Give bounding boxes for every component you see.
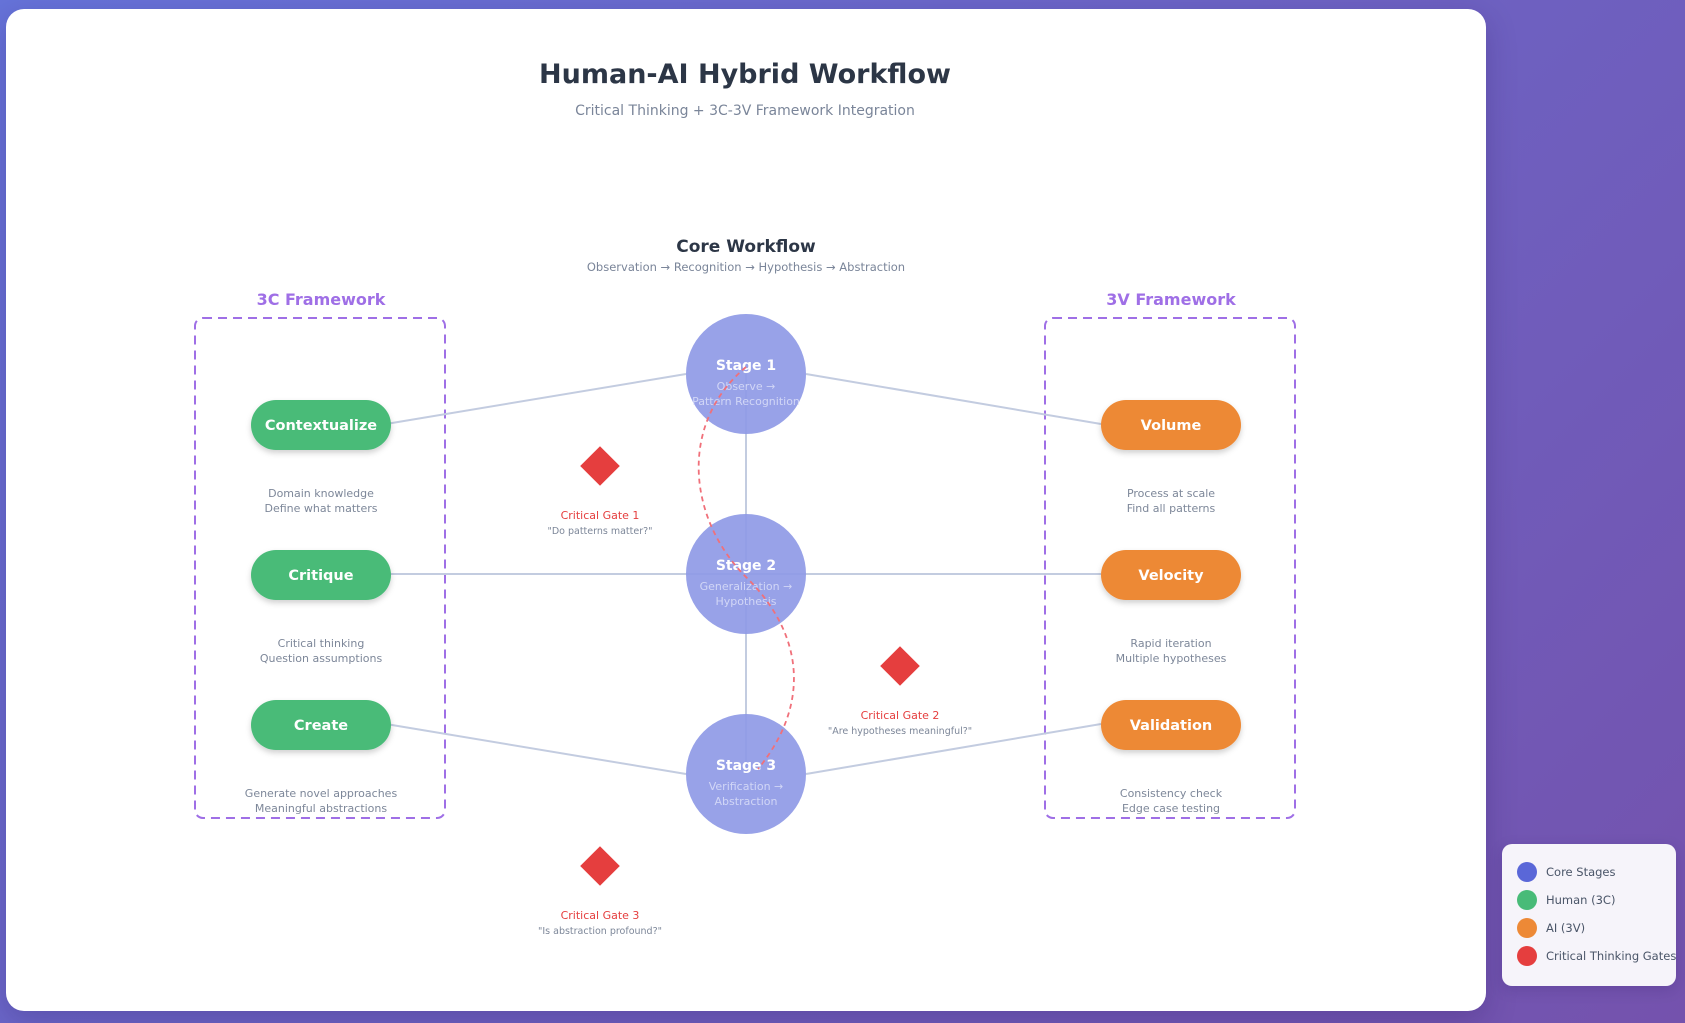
- pill-validation-shape[interactable]: [1101, 700, 1241, 750]
- framework-3v-box: [1044, 317, 1296, 819]
- stage-2: Stage 2 Generalization → Hypothesis: [686, 514, 806, 634]
- legend-label-critical-gates: Critical Thinking Gates: [1546, 949, 1677, 963]
- critique-desc-line1: Critical thinking: [278, 637, 365, 650]
- workflow-diagram: Human-AI Hybrid Workflow Critical Thinki…: [194, 59, 1296, 937]
- pill-contextualize-label: Contextualize: [265, 418, 377, 434]
- critique-desc-line2: Question assumptions: [260, 652, 383, 665]
- pill-volume-shape[interactable]: [1101, 400, 1241, 450]
- legend-label-ai-3v: AI (3V): [1546, 921, 1586, 935]
- stage-2-subtitle-line2: Hypothesis: [715, 595, 776, 608]
- stage-1-label: Stage 1: [716, 358, 776, 374]
- critical-gate-2: Critical Gate 2 "Are hypotheses meaningf…: [828, 646, 972, 737]
- legend-item-ai-3v: AI (3V): [1517, 914, 1676, 942]
- core-workflow-title: Core Workflow: [676, 237, 816, 257]
- pill-critique-shape[interactable]: [251, 550, 391, 600]
- contextualize-desc-line2: Define what matters: [264, 502, 377, 515]
- pill-critique-label: Critique: [288, 568, 353, 584]
- pill-validation[interactable]: Validation: [1101, 700, 1241, 750]
- page-subtitle: Critical Thinking + 3C-3V Framework Inte…: [575, 103, 915, 119]
- stage-3-label: Stage 3: [716, 758, 776, 774]
- gate-3-label: Critical Gate 3: [561, 909, 640, 922]
- legend-item-core-stages: Core Stages: [1517, 858, 1676, 886]
- connector-stage3-validation: [805, 723, 1102, 775]
- stage-1-circle: [686, 314, 806, 434]
- critical-thinking-path: [697, 366, 795, 770]
- legend-dot-critical-gates: [1517, 946, 1537, 966]
- framework-3v-title: 3V Framework: [1106, 290, 1236, 309]
- velocity-desc-line2: Multiple hypotheses: [1116, 652, 1227, 665]
- pill-contextualize-shape[interactable]: [251, 400, 391, 450]
- create-desc-line2: Meaningful abstractions: [255, 802, 388, 815]
- stage-3: Stage 3 Verification → Abstraction: [686, 714, 806, 834]
- stage-2-label: Stage 2: [716, 558, 776, 574]
- pill-velocity[interactable]: Velocity: [1101, 550, 1241, 600]
- framework-3c-title: 3C Framework: [257, 290, 386, 309]
- pill-volume-label: Volume: [1141, 418, 1202, 434]
- volume-desc-line1: Process at scale: [1127, 487, 1215, 500]
- legend-dot-core-stages: [1517, 862, 1537, 882]
- stage-2-subtitle-line1: Generalization →: [700, 580, 793, 593]
- legend-item-human-3c: Human (3C): [1517, 886, 1676, 914]
- pill-critique[interactable]: Critique: [251, 550, 391, 600]
- legend-label-core-stages: Core Stages: [1546, 865, 1616, 879]
- critical-gate-3: Critical Gate 3 "Is abstraction profound…: [538, 846, 662, 937]
- gate-1-question: "Do patterns matter?": [547, 526, 652, 537]
- create-desc-line1: Generate novel approaches: [245, 787, 398, 800]
- legend-item-critical-gates: Critical Thinking Gates: [1517, 942, 1676, 970]
- velocity-desc-line1: Rapid iteration: [1130, 637, 1211, 650]
- legend-dot-ai-3v: [1517, 918, 1537, 938]
- core-workflow-subtitle: Observation → Recognition → Hypothesis →…: [587, 260, 905, 274]
- contextualize-desc-line1: Domain knowledge: [268, 487, 374, 500]
- pill-velocity-label: Velocity: [1138, 568, 1204, 584]
- page-title: Human-AI Hybrid Workflow: [539, 59, 951, 90]
- framework-3c-box: [194, 317, 446, 819]
- gate-1-diamond-icon: [580, 446, 620, 486]
- connector-create-stage3: [385, 723, 687, 775]
- stage-1-subtitle-line2: Pattern Recognition: [692, 395, 800, 408]
- stage-3-subtitle-line2: Abstraction: [715, 795, 778, 808]
- diagram-card: Human-AI Hybrid Workflow Critical Thinki…: [6, 9, 1486, 1011]
- volume-desc-line2: Find all patterns: [1127, 502, 1216, 515]
- gate-3-question: "Is abstraction profound?": [538, 926, 662, 937]
- gate-2-label: Critical Gate 2: [861, 709, 940, 722]
- pill-create[interactable]: Create: [251, 700, 391, 750]
- gate-1-label: Critical Gate 1: [561, 509, 640, 522]
- gate-2-question: "Are hypotheses meaningful?": [828, 726, 972, 737]
- legend-dot-human-3c: [1517, 890, 1537, 910]
- connector-stage1-volume: [805, 373, 1102, 425]
- stage-1: Stage 1 Observe → Pattern Recognition: [686, 314, 806, 434]
- validation-desc-line1: Consistency check: [1120, 787, 1223, 800]
- stage-2-circle: [686, 514, 806, 634]
- stage-1-subtitle-line1: Observe →: [717, 380, 776, 393]
- pill-create-label: Create: [294, 718, 348, 734]
- gate-2-diamond-icon: [880, 646, 920, 686]
- pill-velocity-shape[interactable]: [1101, 550, 1241, 600]
- legend: Core Stages Human (3C) AI (3V) Critical …: [1502, 844, 1676, 986]
- pill-volume[interactable]: Volume: [1101, 400, 1241, 450]
- critical-gate-1: Critical Gate 1 "Do patterns matter?": [547, 446, 653, 537]
- legend-label-human-3c: Human (3C): [1546, 893, 1616, 907]
- pill-create-shape[interactable]: [251, 700, 391, 750]
- validation-desc-line2: Edge case testing: [1122, 802, 1220, 815]
- gate-3-diamond-icon: [580, 846, 620, 886]
- connector-contextualize-stage1: [385, 373, 687, 425]
- stage-3-subtitle-line1: Verification →: [709, 780, 784, 793]
- stage-3-circle: [686, 714, 806, 834]
- pill-contextualize[interactable]: Contextualize: [251, 400, 391, 450]
- pill-validation-label: Validation: [1130, 718, 1213, 734]
